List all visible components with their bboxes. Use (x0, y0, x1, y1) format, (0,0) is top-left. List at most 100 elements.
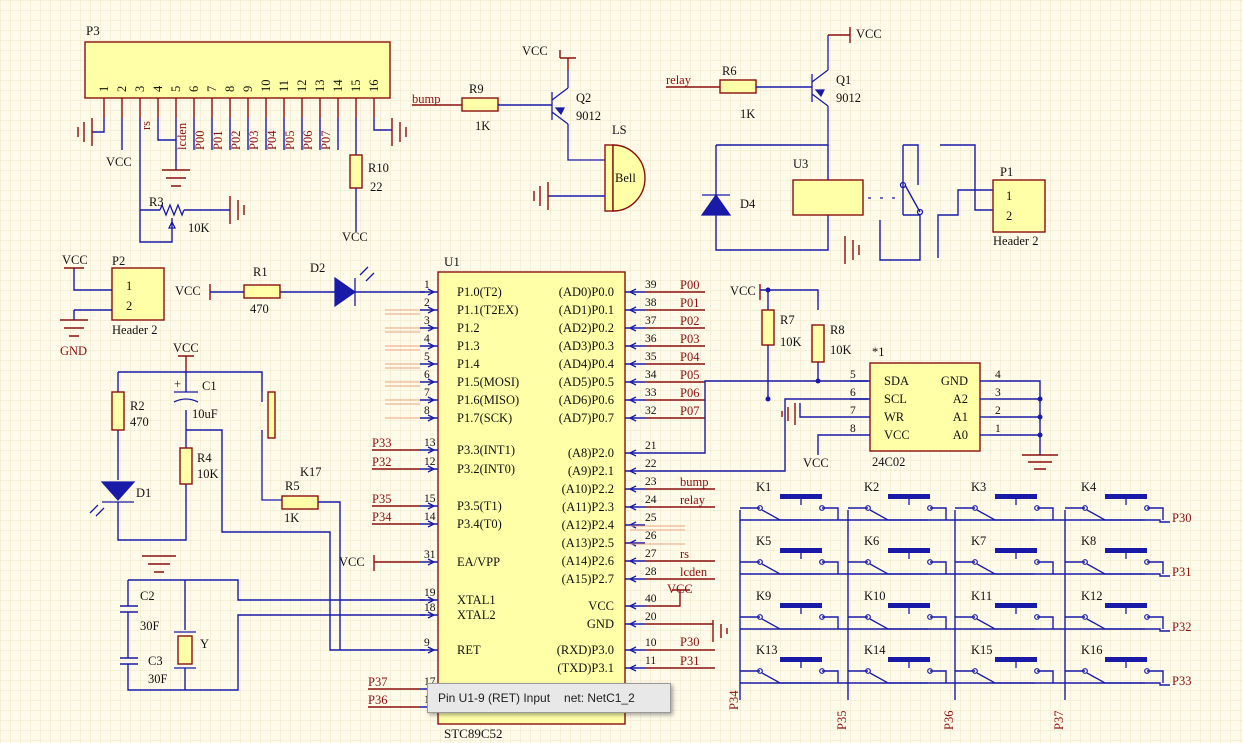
net-p30-u1: P30 (680, 635, 699, 649)
vcc-label-eeprom: VCC (730, 284, 756, 298)
r8-designator: R8 (830, 323, 845, 337)
u1-pin-num-14: 14 (424, 511, 436, 523)
net-p33: P33 (372, 436, 391, 450)
p1-designator: P1 (1000, 165, 1013, 179)
resistor-r3[interactable]: R3 10K (139, 195, 230, 243)
eeprom-pin-num-6: 6 (850, 387, 856, 399)
r4-designator: R4 (197, 451, 212, 465)
eeprom-pin-num-7: 7 (850, 405, 856, 417)
crystal-circuit[interactable]: C2 30F C3 30F Y (120, 579, 425, 691)
u1-pin-name-6: P1.5(MOSI) (457, 375, 519, 389)
key-k7[interactable]: K7 (955, 534, 1054, 575)
key-label-k8: K8 (1081, 534, 1096, 548)
u1-pin-num-7: 7 (424, 387, 430, 399)
vcc-label-eeprom-8: VCC (803, 456, 829, 470)
net-p31-u1: P31 (680, 654, 699, 668)
r10-designator: R10 (368, 161, 389, 175)
key-k9[interactable]: K9 (740, 589, 839, 630)
key-label-k11: K11 (971, 589, 992, 603)
key-label-k16: K16 (1081, 643, 1103, 657)
u1-pin-name-13: P3.3(INT1) (457, 443, 515, 457)
buzzer-circuit[interactable]: bump R9 1K Q2 9012 VCC LS Bell (412, 44, 646, 212)
lcd-net-5: P04 (265, 130, 279, 150)
net-p07-u1: P07 (680, 404, 699, 418)
lcd-pin-7: 7 (205, 86, 219, 92)
lcd-pin-8: 8 (223, 86, 237, 92)
u1-pin-name-10: (RXD)P3.0 (557, 643, 614, 657)
u1-pin-name-35: (AD4)P0.4 (559, 357, 615, 371)
u1-pin-num-15: 15 (424, 493, 436, 505)
c3-designator: C3 (148, 654, 163, 668)
p2-designator: P2 (112, 254, 125, 268)
tooltip-pin-text: Pin U1-9 (RET) Input (438, 691, 551, 705)
p2-pin-1: 1 (126, 279, 132, 293)
lcd-net-3: P02 (229, 131, 243, 150)
lcd-pin-10: 10 (259, 80, 273, 93)
led-d2-circuit[interactable]: VCC R1 470 D2 (175, 261, 425, 316)
u1-pin-num-12: 12 (424, 456, 436, 468)
key-k2[interactable]: K2 (848, 480, 947, 521)
key-label-k1: K1 (756, 480, 771, 494)
lcd-net-8: P07 (319, 131, 333, 150)
lcd-net-7: P06 (301, 131, 315, 150)
r6-designator: R6 (722, 64, 737, 78)
u1-pin-num-6: 6 (424, 369, 430, 381)
net-p34: P34 (372, 510, 392, 524)
net-p35-keypad: P35 (835, 711, 849, 730)
u1-pin-num-23: 23 (645, 476, 657, 488)
net-p01-u1: P01 (680, 296, 699, 310)
r9-designator: R9 (469, 82, 484, 96)
u1-part: STC89C52 (444, 726, 503, 741)
net-p32-keypad: P32 (1172, 620, 1191, 634)
u1-pin-num-24: 24 (645, 494, 657, 506)
q2-designator: Q2 (576, 91, 591, 105)
net-bump-input: bump (412, 92, 440, 106)
u1-pin-name-28: (A15)P2.7 (562, 572, 614, 586)
vcc-label-q2: VCC (522, 44, 548, 58)
u1-pin-num-13: 13 (424, 437, 436, 449)
eeprom-pin-num-5: 5 (850, 369, 856, 381)
resistor-r10[interactable]: R10 22 VCC (342, 154, 389, 244)
net-p03-u1: P03 (680, 332, 699, 346)
u1-pin-num-9: 9 (424, 637, 430, 649)
eeprom-pin-name-a2: A2 (953, 392, 968, 406)
u1-pin-num-40: 40 (645, 593, 657, 605)
net-rs-lcd: rs (139, 121, 153, 130)
u1-pin-name-20: GND (587, 617, 614, 631)
vcc-label-q1: VCC (856, 27, 882, 41)
power-header-p2[interactable]: P2 1 2 Header 2 VCC GND (60, 253, 165, 358)
relay-circuit[interactable]: relay R6 1K VCC Q1 9012 D4 U3 P1 1 2 Hea… (666, 27, 1046, 261)
u1-pin-name-9: RET (457, 643, 481, 657)
eeprom-pin-num-1: 1 (995, 423, 1001, 435)
r2-value: 470 (130, 415, 149, 429)
u1-pin-num-5: 5 (424, 351, 430, 363)
u1-pin-num-19: 19 (424, 587, 436, 599)
c3-value: 30F (148, 672, 168, 686)
r5-value: 1K (284, 511, 299, 525)
u1-pin-num-32: 32 (645, 405, 657, 417)
u1-pin-name-22: (A9)P2.1 (568, 464, 614, 478)
u1-pin-num-4: 4 (424, 333, 430, 345)
net-p02-u1: P02 (680, 314, 699, 328)
u1-pin-name-36: (AD3)P0.3 (559, 339, 614, 353)
lcd-pin-11: 11 (277, 80, 291, 92)
lcd-pin-14: 14 (331, 79, 345, 92)
u1-pin-name-7: P1.6(MISO) (457, 393, 519, 407)
net-p33-keypad: P33 (1172, 674, 1191, 688)
p1-pin-1: 1 (1006, 189, 1012, 203)
eeprom-pin-name-wr: WR (884, 410, 905, 424)
eeprom-ref: *1 (872, 345, 885, 359)
reset-circuit[interactable]: VCC R2 470 D1 C1 10uF + R4 10K K17 R5 1K (89, 341, 425, 651)
u1-pin-name-12: P3.2(INT0) (457, 462, 515, 476)
u1-pin-num-11: 11 (645, 655, 656, 667)
u1-pin-name-25: (A12)P2.4 (562, 518, 615, 532)
u1-pin-name-21: (A8)P2.0 (568, 446, 614, 460)
u1-pin-num-20: 20 (645, 611, 657, 623)
lcd-pin-2: 2 (115, 86, 129, 92)
